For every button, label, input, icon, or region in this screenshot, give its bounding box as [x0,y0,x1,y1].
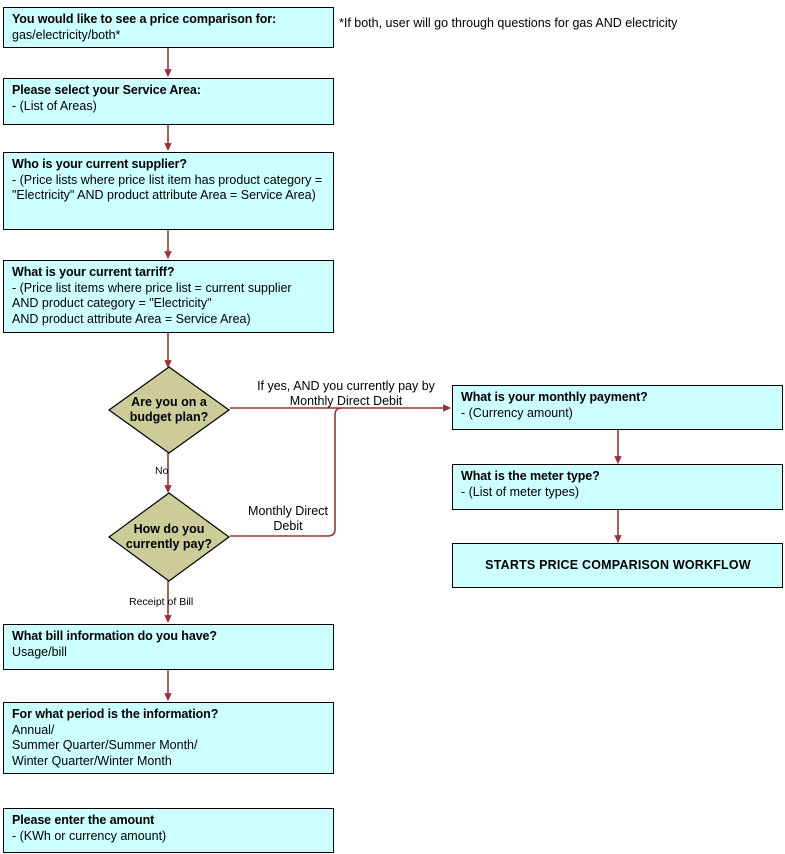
node-title: What is the meter type? [461,469,600,483]
edge-label-monthly-direct-debit: Monthly Direct Debit [248,504,328,533]
node-sub: - (Currency amount) [461,405,573,420]
node-sub: gas/electricity/both* [12,27,121,42]
node-information-period[interactable]: For what period is the information? Annu… [3,702,334,774]
edge-label-no: No [155,465,169,477]
node-meter-type[interactable]: What is the meter type? - (List of meter… [452,464,783,510]
node-current-tarriff[interactable]: What is your current tarriff? - (Price l… [3,260,334,333]
node-current-supplier[interactable]: Who is your current supplier? - (Price l… [3,152,334,230]
decision-how-currently-pay[interactable]: How do you currently pay? [107,492,231,582]
node-sub: - (Price lists where price list item has… [12,172,323,203]
decision-budget-plan[interactable]: Are you on a budget plan? [107,366,231,454]
node-title: Who is your current supplier? [12,157,187,171]
node-starts-price-comparison-workflow[interactable]: STARTS PRICE COMPARISON WORKFLOW [452,543,783,588]
decision-label: Are you on a budget plan? [129,394,209,425]
diamond-shape [107,492,231,582]
node-monthly-payment[interactable]: What is your monthly payment? - (Currenc… [452,385,783,430]
note-both-gas-electricity: *If both, user will go through questions… [339,16,678,30]
node-title: You would like to see a price comparison… [12,12,277,26]
node-title: What bill information do you have? [12,629,217,643]
node-title: What is your monthly payment? [461,390,648,404]
node-bill-information[interactable]: What bill information do you have? Usage… [3,624,334,670]
decision-label: How do you currently pay? [125,521,213,552]
diamond-shape [107,366,231,454]
node-select-service-area[interactable]: Please select your Service Area: - (List… [3,78,334,125]
edge-label-receipt-of-bill: Receipt of Bill [129,596,194,608]
node-title: STARTS PRICE COMPARISON WORKFLOW [485,557,751,572]
node-sub: - (Price list items where price list = c… [12,280,292,326]
node-sub: - (List of meter types) [461,484,580,499]
node-title: What is your current tarriff? [12,265,175,279]
node-sub: - (List of Areas) [12,98,97,113]
node-title: Please select your Service Area: [12,83,201,97]
node-price-comparison-for[interactable]: You would like to see a price comparison… [3,7,334,48]
node-sub: Usage/bill [12,644,67,659]
node-title: Please enter the amount [12,813,155,827]
node-title: For what period is the information? [12,707,219,721]
node-sub: - (KWh or currency amount) [12,828,167,843]
edge-label-yes-direct-debit: If yes, AND you currently pay by Monthly… [257,379,435,408]
node-sub: Annual/ Summer Quarter/Summer Month/ Win… [12,722,198,768]
node-enter-amount[interactable]: Please enter the amount - (KWh or curren… [3,808,334,853]
